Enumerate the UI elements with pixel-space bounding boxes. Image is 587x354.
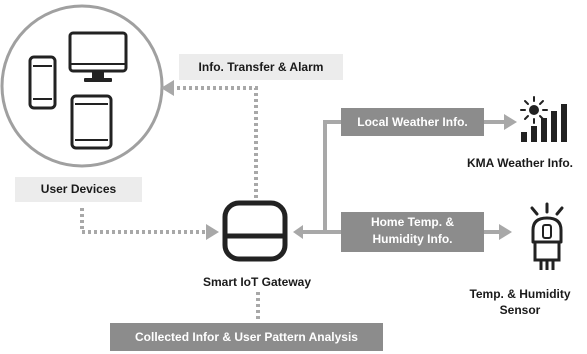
sensor-label: Temp. & Humidity Sensor — [455, 286, 585, 320]
info-transfer-arrow-line — [175, 86, 258, 198]
monitor-icon — [68, 31, 128, 82]
user-to-gateway-arrow-line — [80, 208, 205, 234]
user-devices-circle — [0, 4, 164, 168]
gateway-label: Smart IoT Gateway — [202, 275, 312, 289]
sensor-label-line1: Temp. & Humidity — [469, 287, 571, 301]
info-transfer-arrowhead — [161, 80, 174, 96]
gateway-icon — [222, 200, 288, 262]
user-devices-label: User Devices — [15, 177, 142, 202]
home-temp-label: Home Temp. & Humidity Info. — [341, 212, 484, 252]
local-weather-label: Local Weather Info. — [341, 108, 484, 136]
smartphone-icon — [28, 55, 57, 110]
weather-icon — [520, 96, 567, 142]
collected-analysis-label: Collected Infor & User Pattern Analysis — [110, 323, 383, 351]
sensor-label-line2: Sensor — [499, 303, 541, 317]
home-temp-label-line2: Humidity Info. — [372, 232, 453, 246]
info-transfer-label: Info. Transfer & Alarm — [179, 54, 343, 80]
tablet-icon — [70, 94, 113, 150]
weather-arrowhead — [504, 114, 517, 130]
kma-weather-label: KMA Weather Info. — [466, 156, 573, 170]
gateway-arrowhead — [293, 225, 303, 239]
sensor-arrowhead — [499, 224, 512, 240]
home-temp-label-line1: Home Temp. & — [370, 215, 455, 229]
user-to-gateway-arrowhead — [206, 224, 219, 240]
sensor-icon — [530, 202, 564, 270]
